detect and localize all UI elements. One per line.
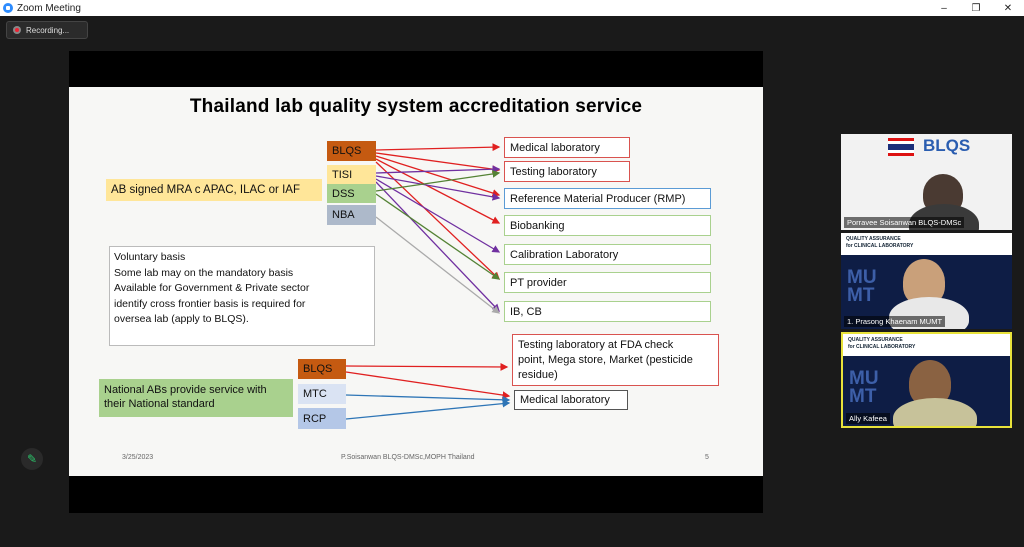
recording-label: Recording... (26, 25, 70, 35)
source-rcp: RCP (298, 408, 346, 429)
note-line: identify cross frontier basis is require… (114, 297, 306, 310)
arrow-blqs-medical (375, 143, 501, 152)
banner-text: for CLINICAL LABORATORY (848, 344, 916, 350)
dest-fda-line: Testing laboratory at FDA check (518, 339, 674, 351)
tile-banner: QUALITY ASSURANCE for CLINICAL LABORATOR… (841, 233, 1012, 255)
source-blqs-national: BLQS (298, 359, 346, 379)
participant-tile[interactable]: QUALITY ASSURANCE for CLINICAL LABORATOR… (841, 233, 1012, 329)
window-titlebar: Zoom Meeting – ❐ ✕ (0, 0, 1024, 16)
blqs-logo: BLQS (923, 136, 971, 155)
participant-tile-active-speaker[interactable]: QUALITY ASSURANCE for CLINICAL LABORATOR… (841, 332, 1012, 428)
arrow-tisi-ibcb (375, 181, 500, 312)
banner-text: QUALITY ASSURANCE (846, 236, 901, 242)
arrow-blqs-rmp (375, 155, 501, 197)
dest-fda-line: point, Mega store, Market (pesticide (518, 354, 693, 366)
restore-button[interactable]: ❐ (971, 2, 981, 14)
arrow-blqs-testing (375, 152, 501, 173)
source-nba: NBA (327, 205, 376, 225)
mumt-mark: MU MT (849, 368, 879, 407)
flag-icon (888, 138, 914, 156)
arrow-dss-pt (375, 193, 501, 280)
slide: Thailand lab quality system accreditatio… (69, 87, 763, 476)
recording-indicator[interactable]: Recording... (6, 21, 88, 39)
footer-page-number: 5 (705, 454, 709, 461)
source-dss: DSS (327, 184, 376, 203)
dest-medical-laboratory: Medical laboratory (504, 137, 630, 158)
dest-rmp: Reference Material Producer (RMP) (504, 188, 711, 209)
dest-calibration-laboratory: Calibration Laboratory (504, 244, 711, 265)
voluntary-note: Voluntary basis Some lab may on the mand… (109, 246, 375, 346)
tile-banner: QUALITY ASSURANCE for CLINICAL LABORATOR… (843, 334, 1010, 356)
arrow-blqs2-fda (345, 363, 509, 371)
arrow-nba-ibcb (375, 216, 501, 314)
dest-fda-testing: Testing laboratory at FDA check point, M… (512, 334, 719, 386)
dest-testing-laboratory: Testing laboratory (504, 161, 630, 182)
arrow-tisi-rmp (375, 175, 501, 201)
arrow-blqs-pt (375, 161, 500, 280)
arrow-mtc-medical (345, 394, 511, 404)
mra-label: AB signed MRA c APAC, ILAC or IAF (106, 179, 322, 201)
note-line: Some lab may on the mandatory basis (114, 266, 294, 279)
record-icon (13, 26, 21, 34)
participant-tile[interactable]: BLQS Porravee Soisanwan BLQS-DMSc (841, 134, 1012, 230)
dest-medical-laboratory-national: Medical laboratory (514, 390, 628, 410)
window-title: Zoom Meeting (17, 2, 81, 14)
national-label-line: their National standard (104, 398, 215, 410)
pencil-icon[interactable]: ✎ (21, 448, 43, 470)
participant-body (893, 398, 977, 426)
arrow-blqs-biobanking (375, 158, 501, 224)
source-mtc: MTC (298, 384, 346, 404)
note-line: Voluntary basis (114, 251, 186, 263)
source-tisi: TISI (327, 165, 376, 184)
source-blqs: BLQS (327, 141, 376, 161)
participant-name: 1. Prasong Khaenam MUMT (844, 316, 946, 327)
footer-date: 3/25/2023 (122, 454, 154, 461)
banner-text: for CLINICAL LABORATORY (846, 243, 914, 249)
close-button[interactable]: ✕ (1003, 2, 1013, 14)
arrow-blqs2-medical (345, 371, 511, 399)
zoom-app-icon (3, 3, 13, 13)
dest-ib-cb: IB, CB (504, 301, 711, 322)
arrow-layer (345, 143, 511, 420)
national-label-line: National ABs provide service with (104, 384, 267, 396)
participant-name: Porravee Soisanwan BLQS-DMSc (844, 217, 965, 228)
minimize-button[interactable]: – (941, 2, 947, 14)
mumt-mark: MU MT (847, 267, 877, 306)
participant-name: Ally Kafeea (846, 413, 890, 424)
arrow-tisi-calibration (375, 178, 501, 253)
dest-pt-provider: PT provider (504, 272, 711, 293)
note-line: oversea lab (apply to BLQS). (114, 313, 249, 325)
footer-author: P.Soisanwan BLQS-DMSc,MOPH Thailand (341, 454, 475, 461)
slide-title: Thailand lab quality system accreditatio… (189, 96, 643, 117)
arrow-dss-testing (375, 170, 501, 192)
national-label: National ABs provide service with their … (99, 379, 293, 417)
note-line: Available for Government & Private secto… (114, 282, 310, 294)
dest-biobanking: Biobanking (504, 215, 711, 236)
dest-fda-line: residue) (518, 369, 558, 381)
arrow-rcp-medical (345, 399, 511, 420)
banner-text: QUALITY ASSURANCE (848, 337, 903, 343)
arrow-tisi-testing (375, 165, 501, 174)
